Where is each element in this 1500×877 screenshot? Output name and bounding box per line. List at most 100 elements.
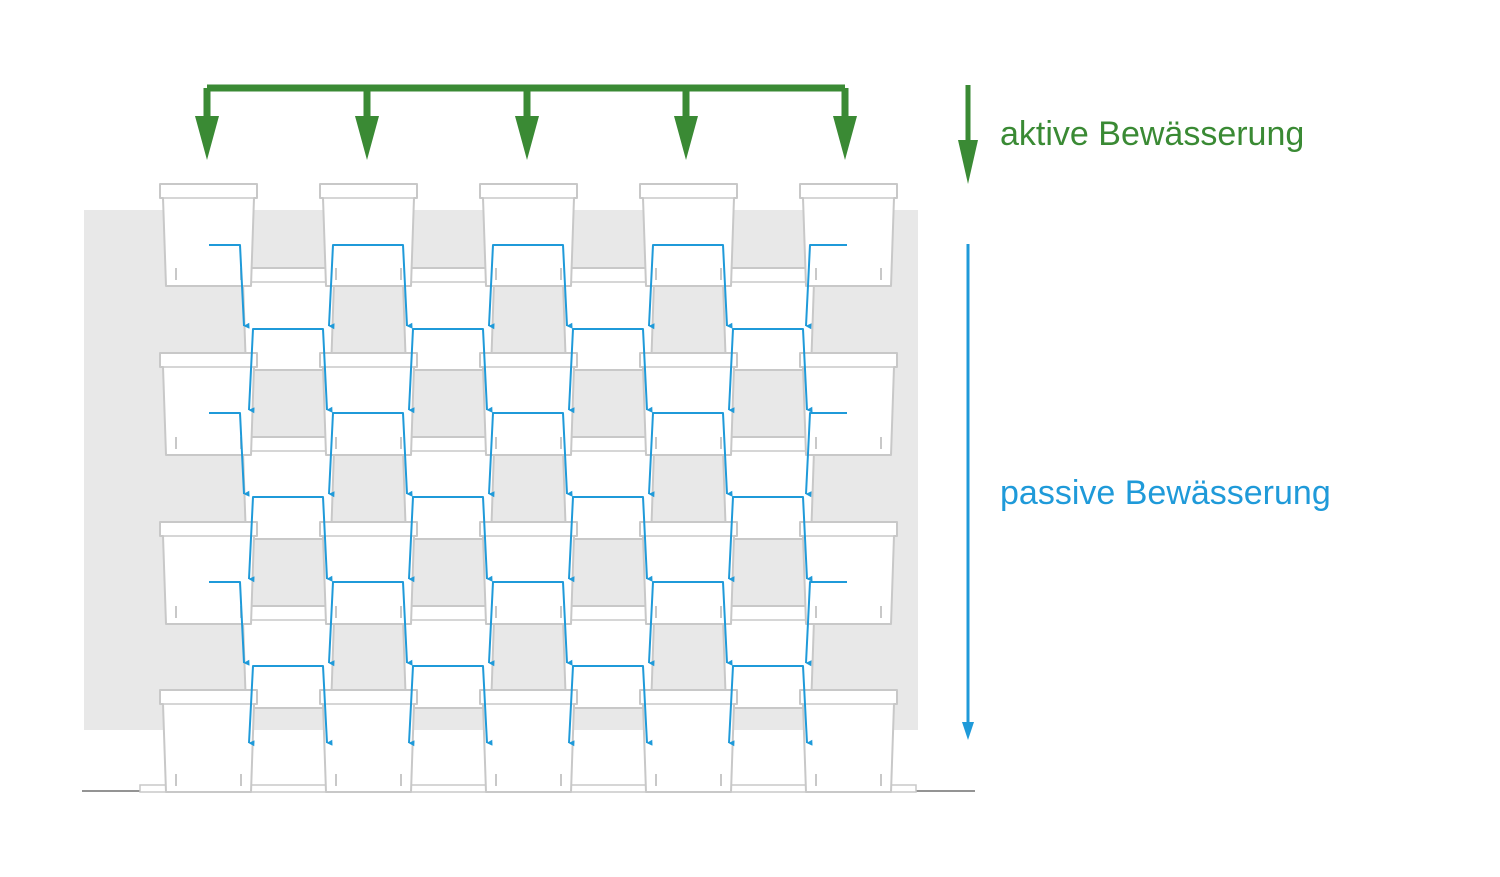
front-pot bbox=[159, 183, 258, 287]
flow-line-left bbox=[248, 665, 288, 747]
flow-line-left bbox=[488, 244, 528, 330]
front-pot-notches bbox=[335, 774, 402, 786]
front-pot-notches bbox=[495, 268, 562, 280]
front-pot bbox=[799, 352, 898, 456]
flow-line-left bbox=[805, 581, 847, 667]
front-pot bbox=[319, 183, 418, 287]
front-pot-notches bbox=[335, 437, 402, 449]
front-pot bbox=[479, 521, 578, 625]
feed-arrowhead bbox=[515, 116, 539, 160]
front-pot-notches bbox=[655, 437, 722, 449]
flow-line-left bbox=[408, 665, 448, 747]
feed-arrowhead bbox=[833, 116, 857, 160]
front-pot bbox=[159, 352, 258, 456]
front-pot-body bbox=[159, 183, 258, 287]
flow-line-right bbox=[288, 328, 333, 413]
front-pot bbox=[639, 352, 738, 456]
front-pot-notches bbox=[175, 774, 242, 786]
flow-line-left bbox=[568, 665, 608, 747]
flow-line-left bbox=[648, 412, 688, 498]
flow-line-right bbox=[288, 496, 333, 582]
flow-line-right bbox=[368, 244, 413, 329]
flow-line-left bbox=[408, 328, 448, 414]
flow-line-right bbox=[768, 496, 813, 582]
front-pot-body bbox=[799, 183, 898, 287]
front-pot bbox=[639, 689, 738, 793]
flow-line-left bbox=[728, 328, 768, 414]
flow-line-right bbox=[528, 412, 573, 497]
flow-line-right bbox=[768, 328, 813, 413]
passive-irrigation-label: passive Bewässerung bbox=[1000, 474, 1331, 512]
front-pot-notches bbox=[655, 268, 722, 280]
front-pot-body bbox=[799, 689, 898, 793]
front-pot-notches bbox=[495, 606, 562, 618]
flow-line-left bbox=[488, 412, 528, 498]
front-pot bbox=[639, 183, 738, 287]
front-pot bbox=[319, 352, 418, 456]
front-pot-body bbox=[319, 689, 418, 793]
front-pot-body bbox=[479, 521, 578, 625]
front-pot bbox=[799, 521, 898, 625]
front-pot-body bbox=[319, 521, 418, 625]
flow-line-left bbox=[805, 244, 847, 330]
front-pot-notches bbox=[495, 437, 562, 449]
flow-line-right bbox=[608, 496, 653, 582]
flow-line-left bbox=[648, 581, 688, 667]
flow-line-right bbox=[688, 244, 733, 329]
flow-line-right bbox=[209, 412, 250, 497]
flow-line-right bbox=[448, 328, 493, 413]
front-pot bbox=[799, 689, 898, 793]
flow-line-left bbox=[568, 496, 608, 583]
flow-line-left bbox=[328, 244, 368, 330]
front-pot-body bbox=[639, 689, 738, 793]
flow-line-left bbox=[248, 496, 288, 583]
flow-line-right bbox=[368, 412, 413, 497]
front-pot bbox=[479, 352, 578, 456]
front-pot-notches bbox=[655, 606, 722, 618]
front-pot bbox=[799, 183, 898, 287]
flow-line-right bbox=[688, 581, 733, 666]
flow-line-left bbox=[328, 581, 368, 667]
flow-line-left bbox=[408, 496, 448, 583]
feed-arrowhead bbox=[195, 116, 219, 160]
flow-line-left bbox=[568, 328, 608, 414]
front-pot bbox=[159, 689, 258, 793]
flow-line-right bbox=[608, 665, 653, 746]
feed-arrowhead bbox=[355, 116, 379, 160]
flow-line-right bbox=[448, 496, 493, 582]
front-pot-body bbox=[639, 183, 738, 287]
front-pot-body bbox=[799, 352, 898, 456]
front-pot-notches bbox=[655, 774, 722, 786]
front-pot bbox=[639, 521, 738, 625]
front-pot-body bbox=[319, 183, 418, 287]
flow-line-left bbox=[728, 496, 768, 583]
front-pot-notches bbox=[815, 268, 882, 280]
front-pot bbox=[479, 689, 578, 793]
front-pot-body bbox=[639, 521, 738, 625]
flow-line-right bbox=[288, 665, 333, 746]
flow-line-right bbox=[528, 581, 573, 666]
front-pot bbox=[319, 521, 418, 625]
front-pot-body bbox=[159, 521, 258, 625]
front-pot-notches bbox=[335, 606, 402, 618]
front-pot-notches bbox=[495, 774, 562, 786]
flow-line-right bbox=[209, 581, 250, 666]
front-pot-body bbox=[319, 352, 418, 456]
front-pot-notches bbox=[815, 437, 882, 449]
flow-line-right bbox=[608, 328, 653, 413]
front-pot-notches bbox=[815, 606, 882, 618]
front-pot-body bbox=[799, 521, 898, 625]
front-pot bbox=[159, 521, 258, 625]
front-pot-notches bbox=[815, 774, 882, 786]
flow-line-left bbox=[805, 412, 847, 498]
passive-legend-arrowhead bbox=[962, 722, 974, 740]
flow-line-left bbox=[728, 665, 768, 747]
flow-line-right bbox=[368, 581, 413, 666]
flow-line-left bbox=[328, 412, 368, 498]
flow-line-right bbox=[448, 665, 493, 746]
flow-line-left bbox=[248, 328, 288, 414]
flow-line-left bbox=[488, 581, 528, 667]
front-pot-body bbox=[159, 689, 258, 793]
front-pot bbox=[479, 183, 578, 287]
